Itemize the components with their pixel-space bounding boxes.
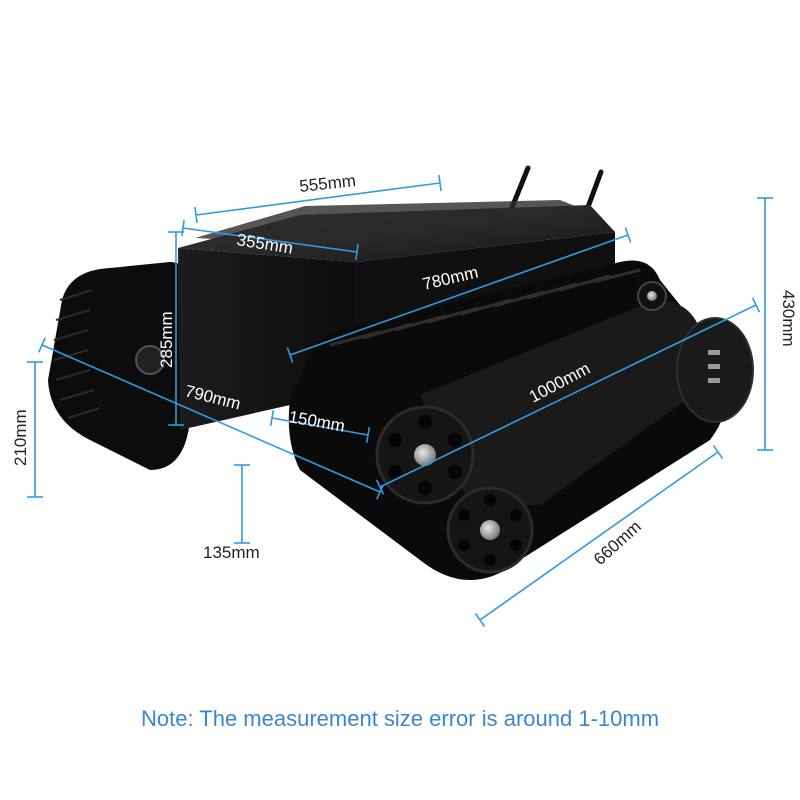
rear-left-track: [48, 262, 190, 470]
line-wheelbase-tick-end: [712, 445, 724, 459]
line-total-length-tick-end: [751, 297, 761, 313]
road-wheel-hub: [480, 520, 500, 540]
rear-track-treads: [53, 289, 101, 419]
line-body-length: [289, 234, 629, 356]
robot-illustration: [48, 165, 754, 580]
dim-body-height: 285mm: [157, 311, 176, 368]
line-total-length-tick-start: [375, 479, 385, 495]
measurement-note: Note: The measurement size error is arou…: [140, 706, 660, 731]
body-top-cover: [195, 200, 590, 246]
line-total-width-tick-end: [376, 484, 384, 500]
line-top-width-tick-start: [181, 219, 185, 237]
line-track-width-tick-end: [365, 426, 371, 444]
line-wheelbase-tick-start: [474, 613, 486, 627]
dim-top-length: 555mm: [298, 171, 356, 196]
front-wheel-holes: [388, 415, 462, 495]
line-top-length-tick-start: [194, 206, 198, 224]
dim-wheelbase: 660mm: [590, 517, 645, 569]
right-track-treads: [329, 268, 641, 347]
line-wheelbase: [479, 451, 719, 621]
line-body-length-tick-end: [624, 227, 632, 243]
line-total-width: [41, 344, 381, 493]
line-body-length-tick-start: [286, 347, 294, 363]
rear-idler-wheel: [676, 317, 754, 423]
line-top-width-tick-end: [355, 243, 359, 261]
dim-track-height: 210mm: [11, 409, 30, 466]
line-total-width-tick-start: [38, 337, 46, 353]
road-wheel-holes: [458, 494, 522, 566]
rear-wheel-hub: [135, 345, 165, 375]
line-top-width: [182, 227, 358, 253]
upper-roller-hub: [647, 291, 657, 301]
line-total-length: [379, 304, 757, 488]
front-wheel-hub: [414, 444, 436, 466]
dimension-lines: [27, 174, 773, 627]
line-top-length: [195, 182, 441, 216]
dim-ground-clearance: 135mm: [203, 543, 260, 562]
right-side-plate: [420, 300, 700, 505]
line-track-width-tick-start: [269, 409, 275, 427]
line-track-width: [271, 417, 369, 436]
idler-bolts: [708, 350, 720, 383]
dim-total-height: 430mm: [779, 290, 798, 347]
line-top-length-tick-end: [438, 174, 442, 192]
